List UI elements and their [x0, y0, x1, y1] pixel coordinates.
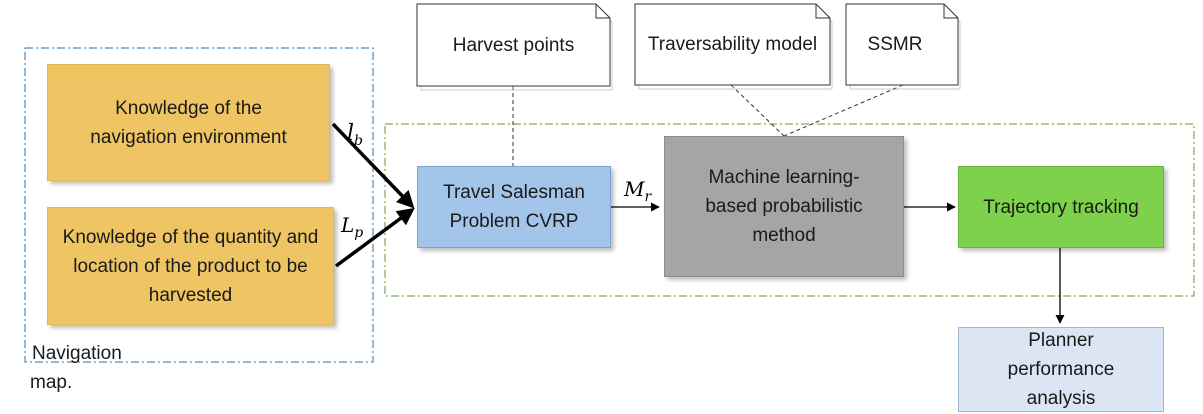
ssmr-note-shape — [845, 3, 961, 90]
trajectory-tracking-label: Trajectory tracking — [983, 196, 1139, 218]
tsp-cvrp-box: Travel Salesman Problem CVRP — [417, 166, 611, 248]
harvest-note-shape — [416, 3, 613, 91]
product-knowledge-label: Knowledge of the quantity and location o… — [62, 226, 319, 306]
processing-group-border — [384, 123, 1195, 297]
traversability-connector — [730, 84, 785, 137]
harvest-points-note: Harvest points — [417, 4, 610, 86]
navigation-map-label: Navigation map. — [30, 343, 122, 393]
tsp-cvrp-label: Travel Salesman Problem CVRP — [443, 182, 585, 232]
ml-probabilistic-box: Machine learning-based probabilistic met… — [664, 136, 904, 277]
harvest-points-label: Harvest points — [452, 34, 575, 56]
arrow-nav-env-to-tsp — [331, 122, 415, 209]
edge-label-lp: Lp — [340, 213, 363, 241]
ml-probabilistic-label: Machine learning-based probabilistic met… — [705, 167, 863, 246]
arrow-product-to-tsp — [334, 207, 415, 268]
traversability-note-shape — [634, 3, 833, 90]
trajectory-tracking-box: Trajectory tracking — [958, 166, 1164, 248]
ssmr-note: SSMR — [846, 4, 944, 85]
ssmr-connector — [783, 84, 904, 137]
navigation-map-caption: Navigation map. — [30, 339, 152, 397]
ssmr-label: SSMR — [867, 34, 923, 55]
navigation-environment-label: Knowledge of the navigation environment — [90, 97, 287, 148]
planner-performance-box: Planner performance analysis — [958, 327, 1164, 412]
navigation-map-group-border — [24, 47, 374, 363]
navigation-environment-box: Knowledge of the navigation environment — [47, 64, 330, 181]
product-knowledge-box: Knowledge of the quantity and location o… — [47, 207, 334, 325]
planner-performance-label: Planner performance analysis — [1007, 330, 1115, 409]
edge-label-mr: Mr — [623, 177, 652, 205]
traversability-model-note: Traversability model — [645, 4, 820, 85]
edge-label-lb: lb — [347, 121, 363, 149]
traversability-model-label: Traversability model — [647, 34, 818, 55]
